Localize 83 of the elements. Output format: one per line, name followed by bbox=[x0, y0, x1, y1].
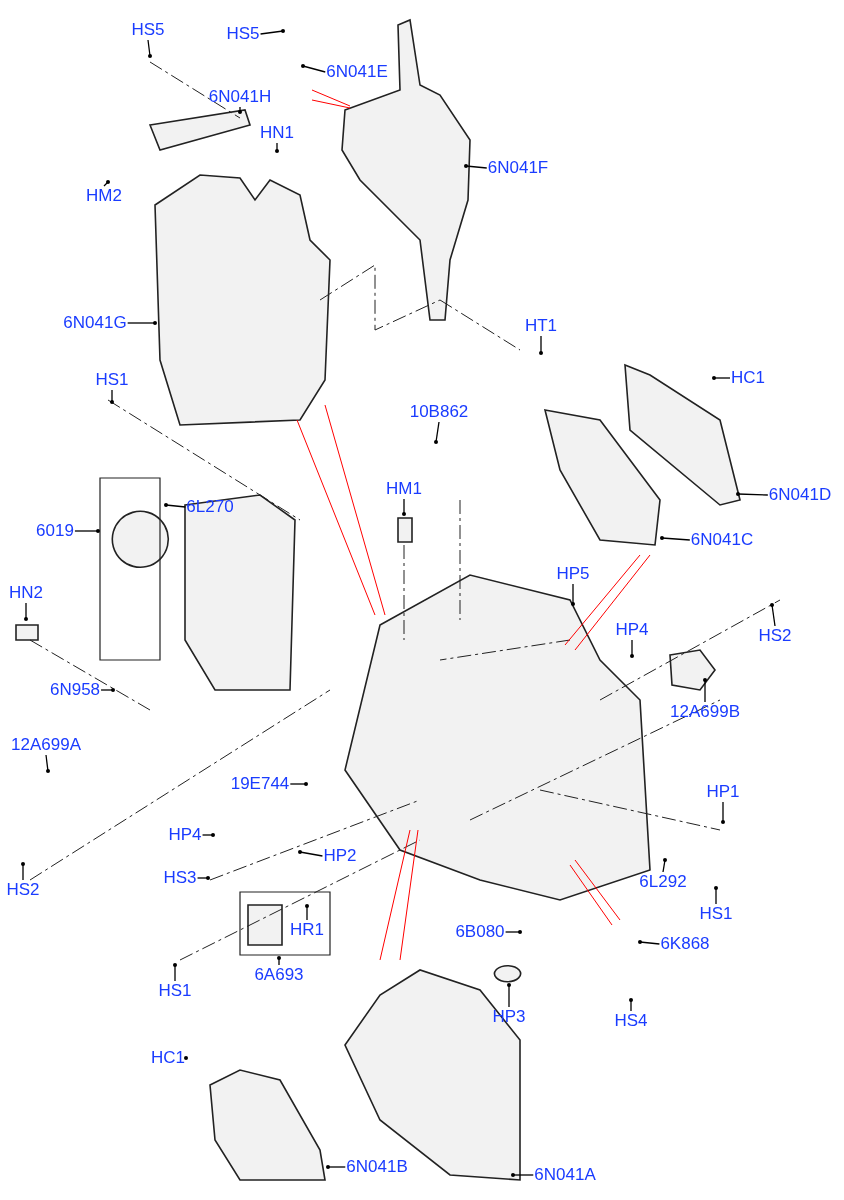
leader-line bbox=[539, 335, 543, 355]
leader-line bbox=[184, 1056, 188, 1060]
leader-line bbox=[511, 1173, 534, 1177]
leader-line bbox=[712, 376, 731, 380]
callout-label: 6N958 bbox=[49, 680, 101, 700]
leader-line bbox=[259, 29, 285, 35]
callout-label: HR1 bbox=[290, 920, 324, 940]
callout-label: HM2 bbox=[86, 186, 122, 206]
leader-line bbox=[721, 801, 725, 824]
leader-line bbox=[507, 983, 511, 1008]
leader-line bbox=[629, 998, 633, 1012]
callout-label: HS5 bbox=[131, 20, 165, 40]
leader-line bbox=[201, 833, 215, 837]
leader-line bbox=[703, 678, 707, 703]
callout-label: HP2 bbox=[323, 846, 357, 866]
callout-label: HC1 bbox=[731, 368, 765, 388]
leader-line bbox=[103, 180, 110, 187]
callout-label: HS2 bbox=[758, 626, 792, 646]
callout-label: 10B862 bbox=[409, 402, 469, 422]
callout-label: HN2 bbox=[9, 583, 43, 603]
callout-label: HP4 bbox=[615, 620, 649, 640]
leader-line bbox=[464, 164, 488, 169]
callout-label: HC1 bbox=[151, 1048, 185, 1068]
leader-line bbox=[630, 639, 634, 658]
callout-label: 6N041D bbox=[768, 485, 832, 505]
leader-line bbox=[110, 389, 114, 404]
leader-line bbox=[196, 876, 210, 880]
leader-line bbox=[164, 503, 186, 508]
callout-label: 6K868 bbox=[660, 934, 710, 954]
leader-line bbox=[714, 886, 718, 905]
callout-label: 6L292 bbox=[639, 872, 687, 892]
leader-line bbox=[238, 106, 242, 114]
leader-line bbox=[275, 142, 279, 153]
leader-line bbox=[100, 688, 115, 692]
callout-label: 19E744 bbox=[230, 774, 290, 794]
callout-label: 6N041A bbox=[534, 1165, 596, 1185]
callout-label: 6N041G bbox=[63, 313, 127, 333]
leader-line bbox=[277, 956, 281, 966]
leader-line bbox=[289, 782, 308, 786]
callout-label: 6N041B bbox=[346, 1157, 408, 1177]
callout-label: HS5 bbox=[226, 24, 260, 44]
leader-line bbox=[434, 421, 440, 444]
callout-label: HS1 bbox=[699, 904, 733, 924]
callout-label: 6N041F bbox=[487, 158, 549, 178]
leader-line bbox=[571, 583, 575, 606]
leader-line bbox=[147, 39, 152, 58]
leader-line bbox=[638, 940, 661, 945]
leader-line bbox=[326, 1165, 346, 1169]
callout-label: 6N041E bbox=[326, 62, 388, 82]
callout-label: HS2 bbox=[6, 880, 40, 900]
leader-line bbox=[504, 930, 522, 934]
callout-label: HS1 bbox=[158, 981, 192, 1001]
leader-line bbox=[298, 850, 324, 857]
callout-label: 6N041H bbox=[208, 87, 272, 107]
callout-label: 6019 bbox=[36, 521, 74, 541]
leader-line bbox=[74, 529, 100, 533]
callout-label: HT1 bbox=[524, 316, 558, 336]
leader-line bbox=[24, 602, 28, 621]
leader-line bbox=[21, 862, 25, 881]
leader-line bbox=[127, 321, 157, 325]
callout-label: HS1 bbox=[95, 370, 129, 390]
callout-label: HP4 bbox=[168, 825, 202, 845]
callout-label: 6B080 bbox=[455, 922, 505, 942]
callout-label: 6A693 bbox=[254, 965, 304, 985]
callout-label: 12A699A bbox=[11, 735, 81, 755]
callout-label: 6N041C bbox=[690, 530, 754, 550]
leader-line bbox=[173, 963, 177, 982]
callout-label: HM1 bbox=[386, 479, 422, 499]
leader-line bbox=[301, 64, 326, 73]
callout-label: HS3 bbox=[163, 868, 197, 888]
callout-label: HN1 bbox=[260, 123, 294, 143]
callout-label: HP1 bbox=[706, 782, 740, 802]
leader-line bbox=[770, 603, 776, 627]
leader-line bbox=[305, 904, 309, 921]
callout-label: 12A699B bbox=[670, 702, 740, 722]
leader-line bbox=[402, 498, 406, 516]
callout-label: 6L270 bbox=[186, 497, 234, 517]
callout-label: HP5 bbox=[556, 564, 590, 584]
leader-line bbox=[45, 754, 50, 773]
leader-line bbox=[662, 858, 667, 873]
leader-line bbox=[736, 492, 769, 496]
callout-label: HS4 bbox=[614, 1011, 648, 1031]
leader-line bbox=[660, 536, 691, 541]
